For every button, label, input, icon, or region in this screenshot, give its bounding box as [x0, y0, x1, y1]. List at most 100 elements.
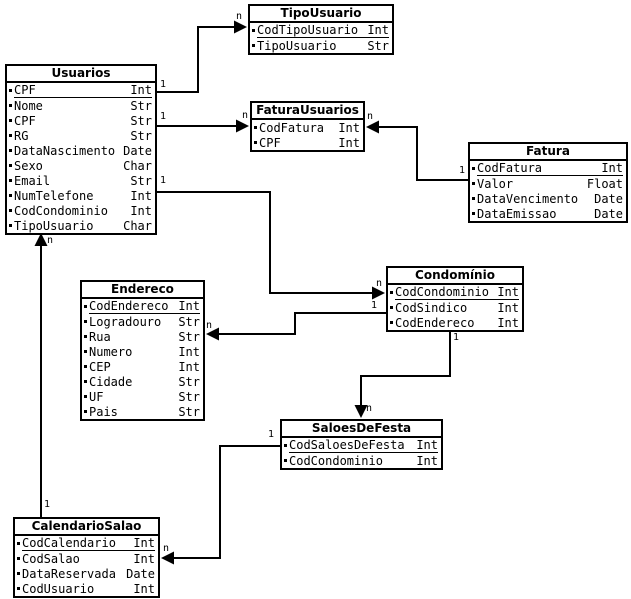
field-bullet-icon [254, 126, 257, 129]
field-type: Int [497, 315, 519, 330]
field-name: DataNascimento [14, 143, 116, 158]
field-row: Rua Str [82, 329, 203, 344]
field-type: Int [367, 23, 389, 37]
field-name: CPF [14, 83, 36, 97]
field-type: Date [126, 566, 155, 581]
arrowhead-faturausuarios-left [236, 119, 249, 133]
field-bullet-icon [252, 29, 255, 32]
entity-title: FaturaUsuarios [252, 103, 363, 120]
field-row: CodCondominio Int [282, 453, 441, 468]
field-type: Int [130, 83, 152, 97]
relationship-condominio-saloesdefesta[interactable] [360, 331, 451, 406]
field-bullet-icon [17, 557, 20, 560]
field-bullet-icon [252, 44, 255, 47]
field-type: Int [416, 438, 438, 452]
field-type: Int [497, 285, 519, 299]
field-bullet-icon [472, 182, 475, 185]
arrowhead-saloesdefesta [354, 405, 368, 418]
arrowhead-faturausuarios-right [366, 120, 379, 134]
field-name: CodFatura [259, 120, 325, 135]
field-type: Int [133, 581, 155, 596]
field-bullet-icon [390, 291, 393, 294]
relationship-usuarios-condominio[interactable] [157, 191, 373, 294]
field-type: Int [133, 551, 155, 566]
field-name: CodSalao [22, 551, 80, 566]
field-name: Rua [89, 329, 111, 344]
entity-title: Endereco [82, 282, 203, 299]
arrowhead-calendariosalao [161, 551, 174, 565]
field-bullet-icon [17, 587, 20, 590]
field-name: DataEmissao [477, 206, 557, 221]
field-name: TipoUsuario [14, 218, 94, 233]
field-bullet-icon [284, 459, 287, 462]
field-type: Str [367, 38, 389, 53]
field-bullet-icon [84, 335, 87, 338]
field-type: Int [338, 120, 360, 135]
field-bullet-icon [9, 194, 12, 197]
field-name: Cidade [89, 374, 133, 389]
field-type: Str [178, 374, 200, 389]
field-bullet-icon [284, 444, 287, 447]
field-bullet-icon [84, 350, 87, 353]
field-name: CodCondominio [14, 203, 108, 218]
entity-title: TipoUsuario [250, 6, 392, 23]
field-name: CodCondominio [289, 453, 383, 468]
field-bullet-icon [9, 164, 12, 167]
field-type: Int [178, 359, 200, 374]
cardinality-label: n [206, 320, 213, 331]
field-type: Int [130, 188, 152, 203]
cardinality-label: 1 [459, 165, 466, 176]
field-type: Int [416, 453, 438, 468]
arrowhead-usuarios [34, 233, 48, 246]
field-type: Int [178, 344, 200, 359]
field-type: Char [123, 158, 152, 173]
cardinality-label: 1 [453, 332, 460, 343]
field-bullet-icon [9, 134, 12, 137]
field-name: CPF [14, 113, 36, 128]
field-row: DataEmissao Date [470, 206, 626, 221]
field-name: CodCondominio [395, 285, 489, 299]
field-name: DataReservada [22, 566, 116, 581]
field-type: Str [178, 329, 200, 344]
field-type: Float [586, 176, 623, 191]
field-type: Str [178, 389, 200, 404]
field-type: Str [130, 98, 152, 113]
cardinality-label: 1 [44, 499, 51, 510]
field-bullet-icon [9, 209, 12, 212]
relationship-usuarios-tipousuario[interactable] [157, 26, 236, 93]
relationship-condominio-endereco[interactable] [219, 312, 387, 335]
field-bullet-icon [9, 119, 12, 122]
field-bullet-icon [9, 104, 12, 107]
field-bullet-icon [9, 149, 12, 152]
field-bullet-icon [84, 320, 87, 323]
field-name: RG [14, 128, 29, 143]
field-type: Date [594, 206, 623, 221]
relationship-saloesdefesta-calendariosalao[interactable] [174, 445, 281, 559]
relationship-fatura-faturausuarios[interactable] [378, 126, 469, 181]
cardinality-label: n [366, 403, 373, 414]
entity-title: SaloesDeFesta [282, 421, 441, 438]
